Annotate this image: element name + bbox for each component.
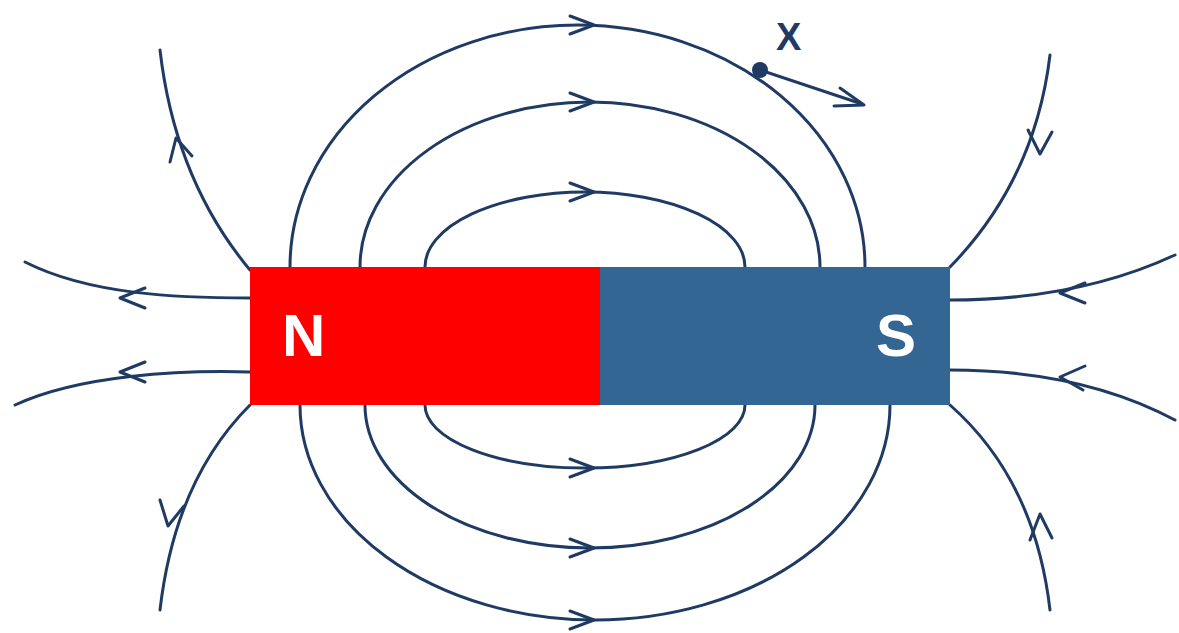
pole-letter: S (876, 306, 916, 366)
point-dot (752, 62, 768, 78)
pole-letter: N (282, 306, 325, 366)
south-pole: S (600, 267, 950, 405)
north-pole: N (250, 267, 600, 405)
point-label: X (776, 18, 801, 56)
